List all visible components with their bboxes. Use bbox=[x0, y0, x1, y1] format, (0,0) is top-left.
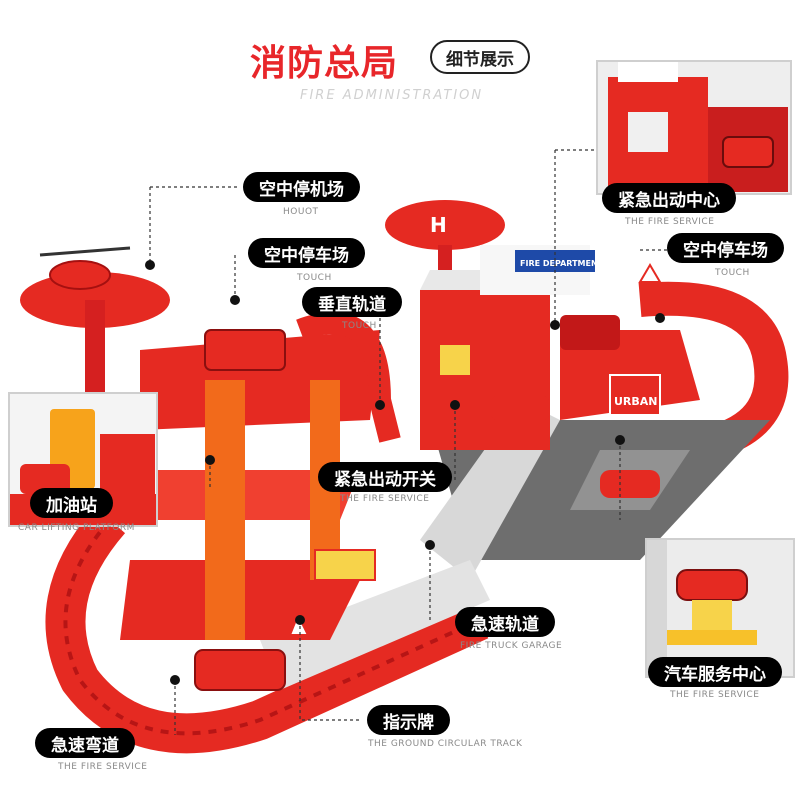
callout-sky-parking-right: 空中停车场 bbox=[667, 233, 784, 263]
barrier-sign bbox=[314, 549, 376, 581]
callout-emergency-center: 紧急出动中心 bbox=[602, 183, 736, 213]
helipad-pole bbox=[85, 300, 105, 420]
station-window bbox=[440, 345, 470, 375]
callout-emergency-switch-sub: THE FIRE SERVICE bbox=[340, 494, 430, 504]
speed-track-flat bbox=[260, 560, 490, 690]
callout-sky-parking-left: 空中停车场 bbox=[248, 238, 365, 268]
callout-speed-track-sub: FIRE TRUCK GARAGE bbox=[460, 641, 563, 651]
callout-sky-parking-left-sub: TOUCH bbox=[297, 273, 332, 283]
helicopter-rotor bbox=[39, 246, 131, 257]
callout-car-service-sub: THE FIRE SERVICE bbox=[670, 690, 760, 700]
yield-sign bbox=[638, 263, 662, 283]
callout-gas-station-sub: CAR LIFTING PLATFORM bbox=[18, 523, 135, 533]
callout-dots bbox=[145, 260, 665, 685]
station-sign-text: FIRE DEPARTMENT bbox=[520, 259, 604, 268]
detail-tag: 细节展示 bbox=[430, 40, 530, 74]
station-building bbox=[420, 290, 550, 450]
svg-text:H: H bbox=[430, 213, 447, 237]
helipad-right bbox=[385, 200, 505, 250]
car-ramp bbox=[490, 395, 550, 421]
inset-car-service-image bbox=[647, 540, 793, 676]
callout-speed-curve: 急速弯道 bbox=[35, 728, 135, 758]
callout-speed-curve-sub: THE FIRE SERVICE bbox=[58, 762, 148, 772]
helicopter-body bbox=[49, 260, 111, 290]
callout-emergency-center-sub: THE FIRE SERVICE bbox=[625, 217, 715, 227]
callout-vertical-track-sub: TOUCH bbox=[342, 321, 377, 331]
callout-car-service: 汽车服务中心 bbox=[648, 657, 782, 687]
inset-emergency-center-image bbox=[598, 62, 790, 193]
urban-badge-bg bbox=[609, 374, 661, 416]
page-title: 消防总局 bbox=[250, 43, 399, 84]
outer-curve-track bbox=[45, 506, 489, 754]
tower-pillar-left bbox=[205, 380, 245, 640]
inset-car-service bbox=[645, 538, 795, 678]
armored-car bbox=[194, 649, 286, 691]
page-subtitle-en: FIRE ADMINISTRATION bbox=[300, 88, 484, 103]
callout-lines bbox=[149, 149, 670, 735]
callout-heliport: 空中停机场 bbox=[243, 172, 360, 202]
callout-gas-station: 加油站 bbox=[30, 488, 113, 518]
car-parked bbox=[600, 470, 660, 498]
callout-speed-track: 急速轨道 bbox=[455, 607, 555, 637]
callout-emergency-switch: 紧急出动开关 bbox=[318, 462, 452, 492]
callout-vertical-track: 垂直轨道 bbox=[302, 287, 402, 317]
inset-gas-station bbox=[8, 392, 158, 527]
jeep-right bbox=[560, 315, 620, 350]
fire-truck-top bbox=[204, 329, 286, 371]
warning-sign bbox=[288, 612, 310, 636]
callout-sign-sub: THE GROUND CIRCULAR TRACK bbox=[368, 739, 523, 749]
inset-emergency-center bbox=[596, 60, 792, 195]
callout-sign: 指示牌 bbox=[367, 705, 450, 735]
callout-heliport-sub: HOUOT bbox=[283, 207, 319, 217]
urban-badge-text: URBAN bbox=[614, 395, 658, 408]
callout-sky-parking-right-sub: TOUCH bbox=[715, 268, 750, 278]
